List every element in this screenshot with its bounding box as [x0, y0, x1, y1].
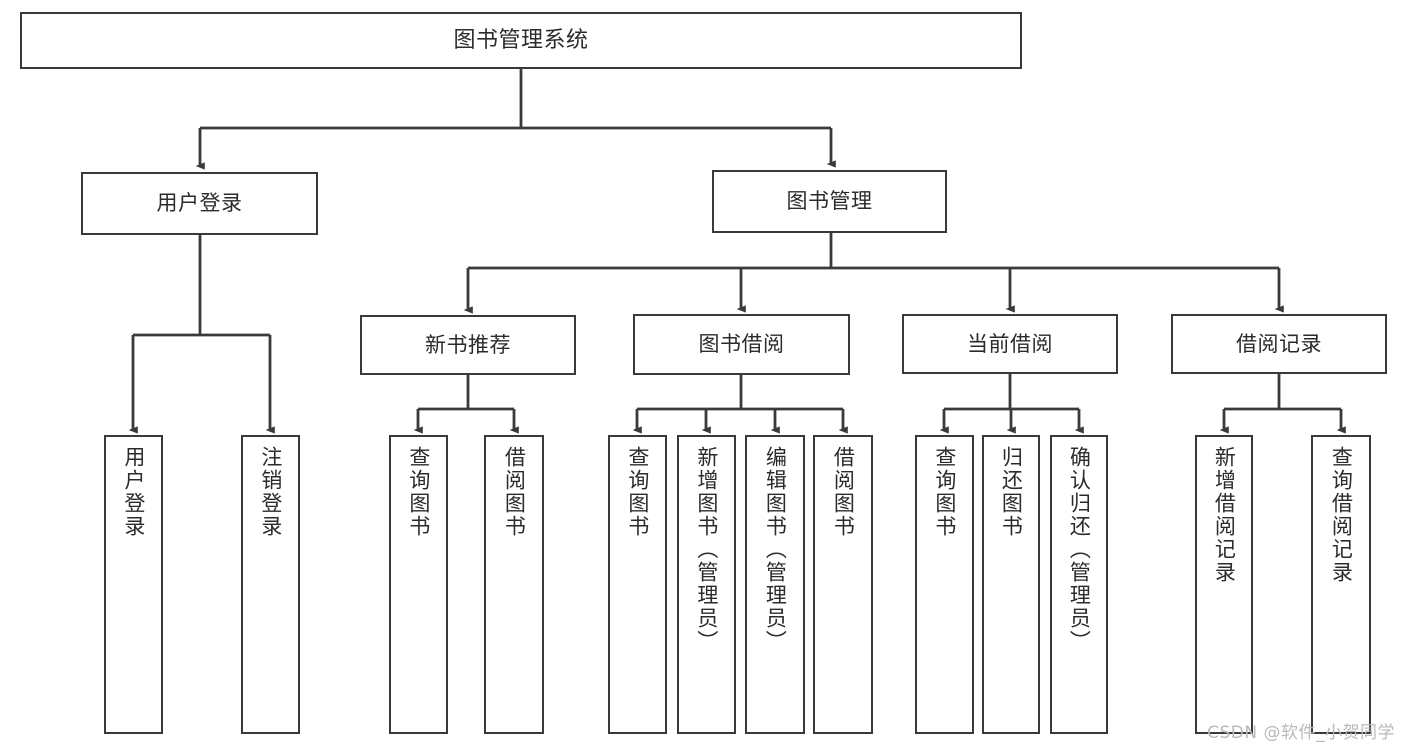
node-book-manage[interactable]: 图书管理: [712, 170, 947, 233]
node-root[interactable]: 图书管理系统: [20, 12, 1022, 69]
node-leaf-user-login-label: 用户登录: [121, 446, 146, 538]
node-leaf-borrow-book-1-label: 借阅图书: [502, 446, 527, 538]
node-leaf-query-book-3[interactable]: 查询图书: [915, 435, 974, 734]
node-leaf-confirm-return[interactable]: 确认归还（管理员）: [1050, 435, 1108, 734]
node-user-login-label: 用户登录: [156, 191, 243, 216]
node-book-borrow-label: 图书借阅: [698, 332, 785, 357]
node-leaf-return-book[interactable]: 归还图书: [982, 435, 1040, 734]
node-leaf-logout[interactable]: 注销登录: [241, 435, 300, 734]
csdn-watermark: CSDN @软件_小贺同学: [1207, 723, 1395, 743]
node-leaf-query-book-2[interactable]: 查询图书: [608, 435, 667, 734]
node-book-borrow[interactable]: 图书借阅: [633, 314, 850, 375]
node-root-label: 图书管理系统: [453, 27, 589, 53]
node-leaf-return-book-label: 归还图书: [999, 446, 1024, 538]
node-borrow-record-label: 借阅记录: [1236, 331, 1322, 356]
node-leaf-borrow-book-1[interactable]: 借阅图书: [484, 435, 544, 734]
node-leaf-query-book-2-label: 查询图书: [625, 446, 650, 538]
node-borrow-record[interactable]: 借阅记录: [1171, 314, 1387, 374]
node-new-book-rec-label: 新书推荐: [425, 332, 511, 357]
node-leaf-edit-book[interactable]: 编辑图书（管理员）: [745, 435, 805, 734]
node-leaf-user-login[interactable]: 用户登录: [104, 435, 163, 734]
node-leaf-add-book[interactable]: 新增图书（管理员）: [677, 435, 736, 734]
node-leaf-confirm-return-label: 确认归还（管理员）: [1067, 446, 1092, 653]
node-leaf-borrow-book-2-label: 借阅图书: [831, 446, 856, 538]
node-leaf-borrow-book-2[interactable]: 借阅图书: [813, 435, 873, 734]
node-leaf-edit-book-label: 编辑图书（管理员）: [763, 446, 788, 653]
node-leaf-query-record[interactable]: 查询借阅记录: [1311, 435, 1371, 734]
node-leaf-add-record-label: 新增借阅记录: [1212, 446, 1237, 584]
node-leaf-add-record[interactable]: 新增借阅记录: [1195, 435, 1253, 734]
node-new-book-rec[interactable]: 新书推荐: [360, 315, 576, 375]
node-current-borrow[interactable]: 当前借阅: [902, 314, 1118, 374]
node-leaf-query-book-1-label: 查询图书: [406, 446, 431, 538]
node-leaf-add-book-label: 新增图书（管理员）: [694, 446, 719, 653]
node-current-borrow-label: 当前借阅: [967, 331, 1053, 356]
node-leaf-logout-label: 注销登录: [258, 446, 283, 538]
node-book-manage-label: 图书管理: [786, 189, 873, 214]
node-user-login[interactable]: 用户登录: [81, 172, 318, 235]
node-leaf-query-record-label: 查询借阅记录: [1329, 446, 1354, 584]
node-leaf-query-book-1[interactable]: 查询图书: [389, 435, 448, 734]
node-leaf-query-book-3-label: 查询图书: [932, 446, 957, 538]
